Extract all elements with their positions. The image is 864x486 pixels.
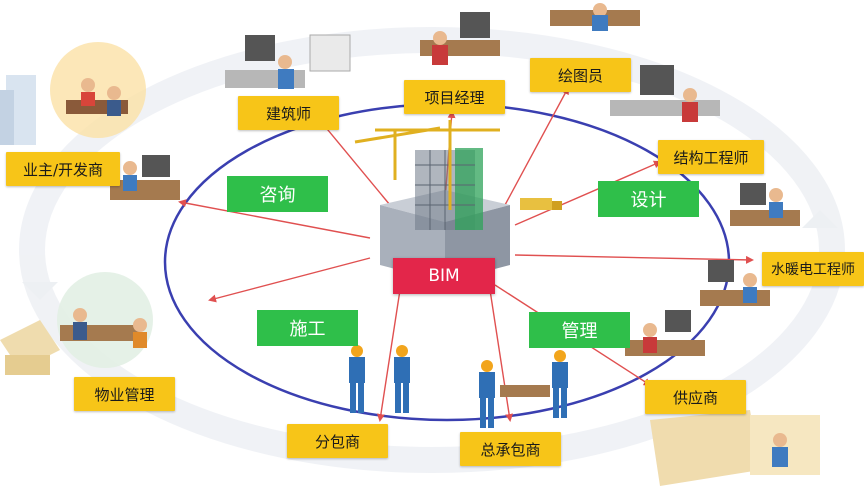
- phase-label-construction: 施工: [257, 310, 358, 346]
- computer-desk-icon: [730, 183, 800, 226]
- role-label-general-contractor: 总承包商: [460, 432, 561, 466]
- computer-desk-icon: [110, 155, 180, 200]
- worker-icon: [394, 345, 410, 413]
- bim-center-label: BIM: [393, 258, 495, 294]
- bim-building-illustration: [354, 120, 562, 282]
- worker-icon: [479, 360, 550, 428]
- arrow-to-architect: [316, 116, 391, 206]
- role-label-supplier: 供应商: [645, 380, 746, 414]
- arrow-to-owner: [178, 199, 371, 239]
- cycle-arrow-icon: [802, 210, 838, 228]
- role-label-structural-engineer: 结构工程师: [658, 140, 764, 174]
- truck-icon: [520, 198, 562, 210]
- role-label-mep-engineer: 水暖电工程师: [762, 252, 864, 286]
- house-model-icon: [0, 320, 60, 375]
- role-label-drafter: 绘图员: [530, 58, 631, 92]
- computer-desk-icon: [550, 3, 640, 31]
- phase-label-management: 管理: [529, 312, 630, 348]
- phase-label-design: 设计: [598, 181, 699, 217]
- workstation-illustrations: [0, 3, 820, 486]
- cycle-arrow-icon: [22, 282, 58, 300]
- arrow-to-subcontractor: [376, 289, 401, 422]
- computer-desk-icon: [225, 34, 351, 89]
- role-label-owner: 业主/开发商: [6, 152, 120, 186]
- office-people-icon: [57, 272, 153, 368]
- role-label-subcontractor: 分包商: [287, 424, 388, 458]
- arrow-to-mep-engineer: [514, 254, 754, 264]
- computer-desk-icon: [700, 260, 770, 306]
- arrow-to-drafter: [504, 86, 569, 206]
- arrow-to-general-contractor: [489, 289, 514, 422]
- computer-desk-icon: [625, 310, 705, 356]
- phase-label-consulting: 咨询: [227, 176, 328, 212]
- role-label-architect: 建筑师: [238, 96, 339, 130]
- arrow-to-property-management: [208, 257, 371, 303]
- office-people-icon: [50, 42, 146, 138]
- computer-desk-icon: [420, 12, 500, 65]
- computer-desk-icon: [610, 65, 720, 122]
- crane-icon: [354, 120, 500, 210]
- worker-icon: [552, 350, 568, 418]
- skyscraper-icon: [0, 75, 36, 145]
- role-label-project-manager: 项目经理: [404, 80, 505, 114]
- arrow-to-structural-engineer: [514, 160, 662, 226]
- warehouse-icon: [650, 410, 820, 486]
- worker-icon: [349, 345, 365, 413]
- role-label-property-management: 物业管理: [74, 377, 175, 411]
